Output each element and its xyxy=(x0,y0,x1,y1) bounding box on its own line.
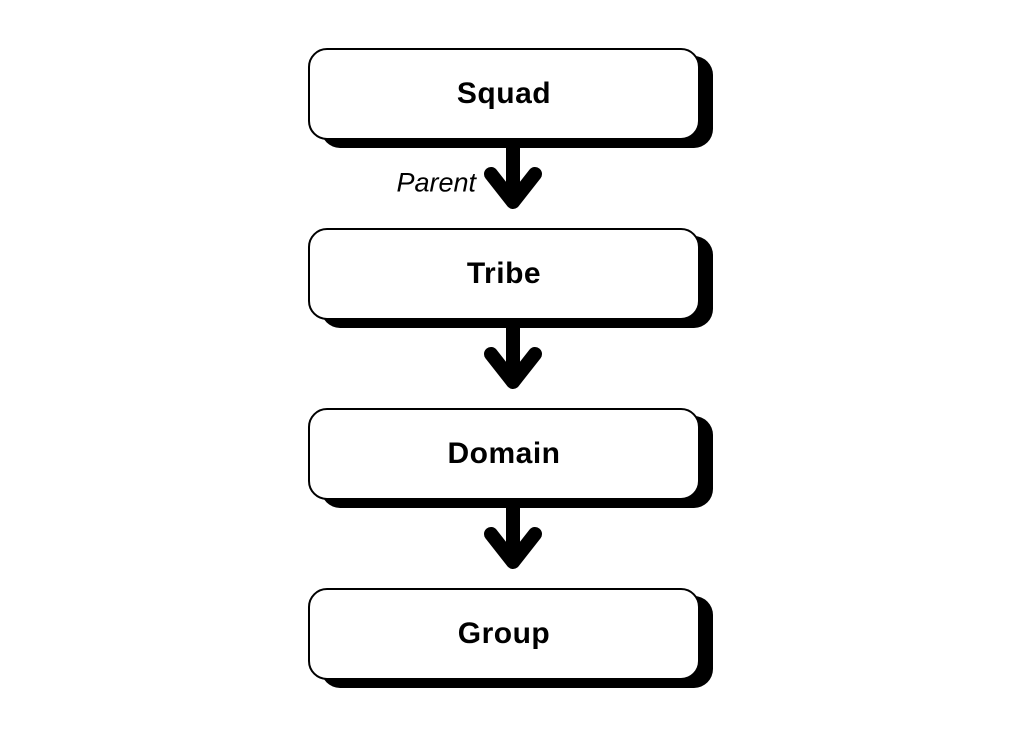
node-tribe: Tribe xyxy=(308,228,700,320)
node-squad: Squad xyxy=(308,48,700,140)
arrow-down-icon xyxy=(484,500,542,569)
node-group: Group xyxy=(308,588,700,680)
connector-tribe-domain xyxy=(308,320,700,408)
node-label: Squad xyxy=(456,77,552,110)
node-label: Tribe xyxy=(466,257,542,290)
node-label: Domain xyxy=(447,437,561,470)
arrow-down-icon xyxy=(484,140,542,209)
flowchart-stack: Squad Parent Tribe Domain xyxy=(308,48,700,680)
node-label: Group xyxy=(457,617,551,650)
arrow-down-icon xyxy=(484,320,542,389)
node-domain: Domain xyxy=(308,408,700,500)
edge-label-parent: Parent xyxy=(396,167,476,198)
connector-domain-group xyxy=(308,500,700,588)
connector-squad-tribe: Parent xyxy=(308,140,700,228)
